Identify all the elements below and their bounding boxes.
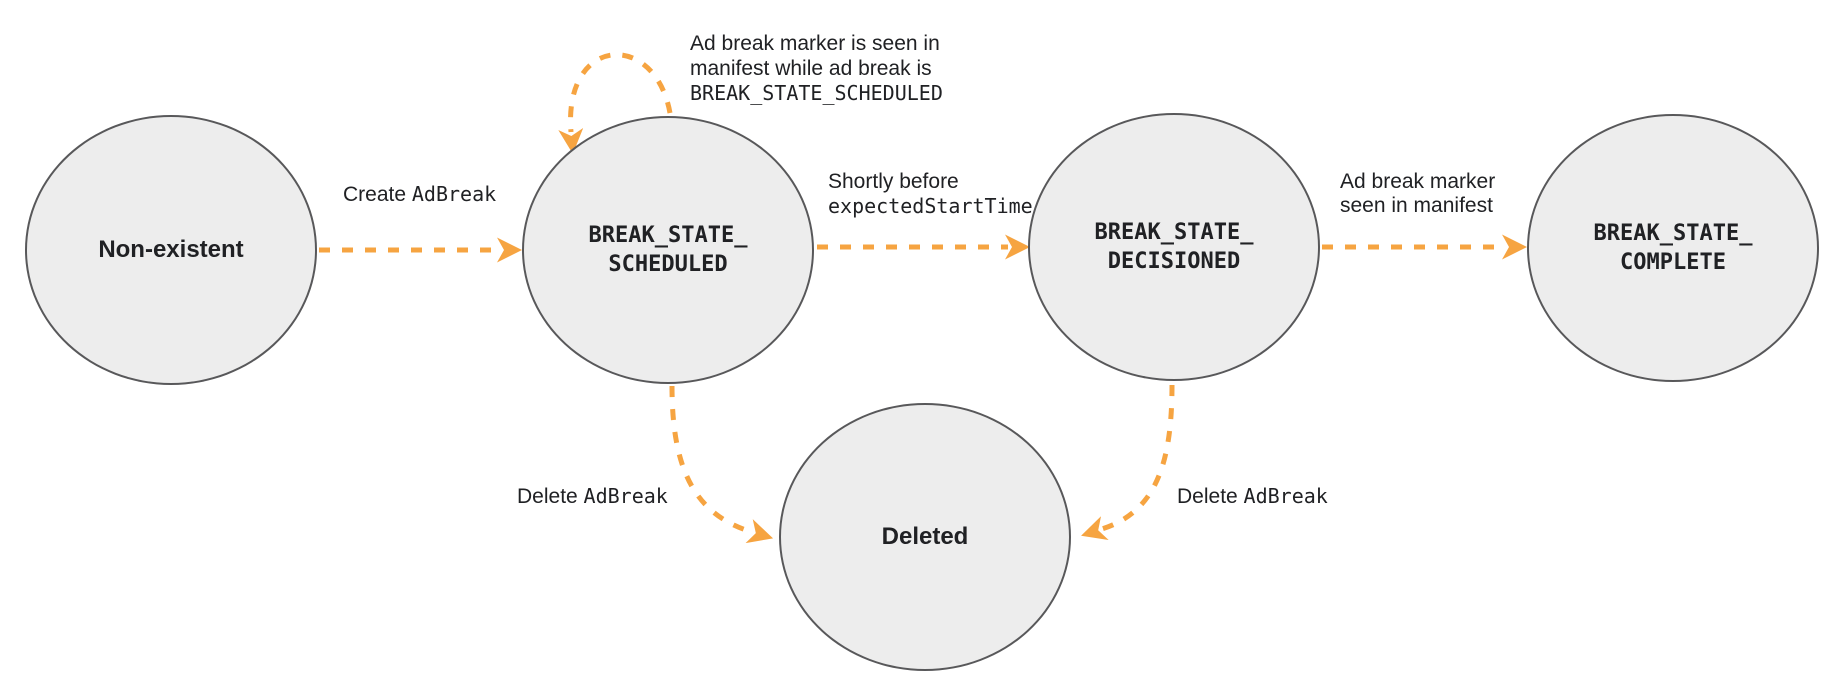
state-label-break-state-decisioned: BREAK_STATE_ DECISIONED xyxy=(1094,220,1254,274)
edge-label-create-code: AdBreak xyxy=(411,182,497,206)
state-label-non-existent: Non-existent xyxy=(98,236,244,263)
state-label-break-state-complete: BREAK_STATE_ COMPLETE xyxy=(1593,221,1753,275)
edge-label-delete-left-text: Delete xyxy=(517,485,584,508)
state-node-break-state-scheduled: BREAK_STATE_ SCHEDULED xyxy=(522,116,814,384)
state-label-break-state-scheduled: BREAK_STATE_ SCHEDULED xyxy=(588,223,748,277)
edge-label-delete-left-code: AdBreak xyxy=(583,484,668,508)
edge-label-self-loop: Ad break marker is seen in manifest whil… xyxy=(690,31,943,106)
state-node-deleted: Deleted xyxy=(779,403,1071,671)
edge-label-delete-adbreak-right: Delete AdBreak xyxy=(1177,484,1328,509)
edge-label-create-adbreak: Create AdBreak xyxy=(343,182,496,207)
edge-self-loop-scheduled-arrow xyxy=(558,52,673,154)
edge-label-delete-adbreak-left: Delete AdBreak xyxy=(517,484,668,509)
state-node-break-state-complete: BREAK_STATE_ COMPLETE xyxy=(1527,114,1819,382)
edge-label-self-loop-line2: manifest while ad break is xyxy=(690,57,932,80)
edge-label-marker-seen-line2: seen in manifest xyxy=(1340,194,1493,217)
edge-label-delete-right-text: Delete xyxy=(1177,485,1244,508)
edge-label-marker-seen: Ad break marker seen in manifest xyxy=(1340,170,1495,218)
edge-delete-from-scheduled-arrow xyxy=(669,385,774,544)
state-node-break-state-decisioned: BREAK_STATE_ DECISIONED xyxy=(1028,113,1320,381)
edge-label-delete-right-code: AdBreak xyxy=(1243,484,1328,508)
edge-label-self-loop-code: BREAK_STATE_SCHEDULED xyxy=(690,81,943,105)
edge-label-shortly-text: Shortly before xyxy=(828,170,959,193)
edge-delete-from-decisioned-arrow xyxy=(1081,384,1175,540)
state-label-deleted: Deleted xyxy=(881,523,969,550)
edge-label-shortly-before: Shortly before expectedStartTime xyxy=(828,170,1033,219)
edge-label-shortly-code: expectedStartTime xyxy=(828,194,1033,218)
state-node-non-existent: Non-existent xyxy=(25,115,317,385)
edge-label-create-text: Create xyxy=(343,183,412,206)
edge-label-self-loop-line1: Ad break marker is seen in xyxy=(690,32,940,55)
edge-label-marker-seen-line1: Ad break marker xyxy=(1340,170,1496,193)
